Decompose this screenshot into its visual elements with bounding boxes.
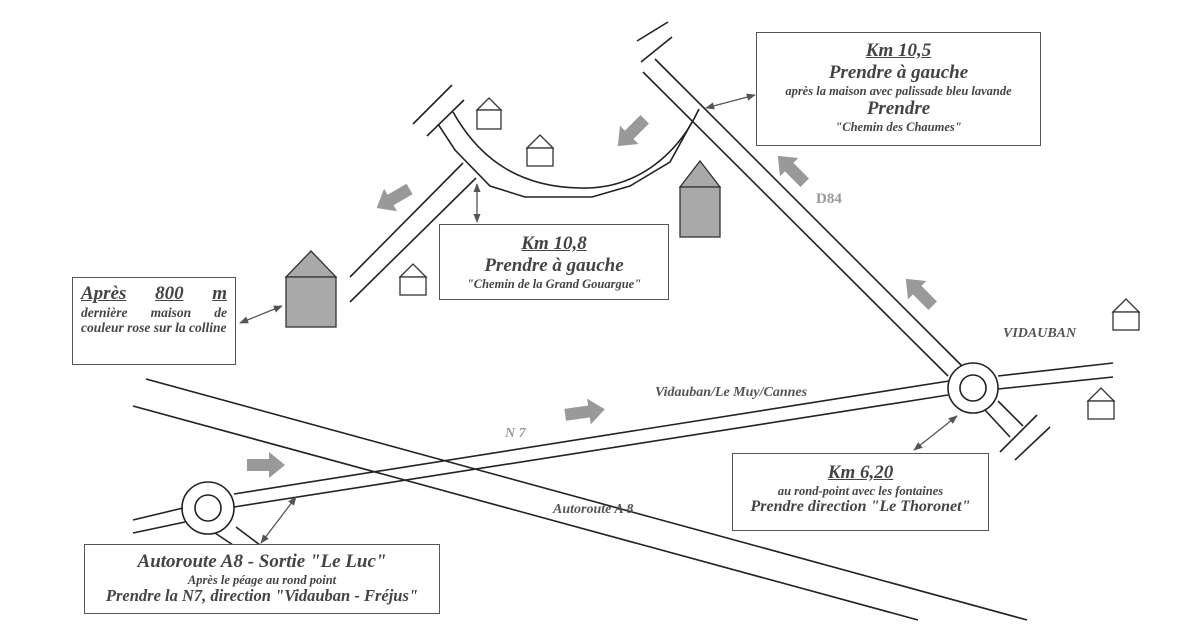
instruction-detail: Après le péage au rond point xyxy=(187,572,337,587)
km-marker: Km 10,5 xyxy=(865,40,932,61)
roundabout-le-luc-outer xyxy=(181,481,235,535)
direction-arrow-d84-north xyxy=(777,155,809,187)
instruction-box-km-6-20: Km 6,20 au rond-point avec les fontaines… xyxy=(732,453,989,531)
chemin-des-chaumes-inner-edge xyxy=(452,108,700,189)
road-end-cap-se-1 xyxy=(999,414,1038,453)
roundabout-le-luc-exit-1 xyxy=(214,532,234,546)
instruction-heading: Autoroute A8 - Sortie "Le Luc" xyxy=(137,551,387,572)
label-n7: N 7 xyxy=(505,426,526,441)
km-marker: Km 6,20 xyxy=(827,462,894,483)
n7-road-edge-top-east xyxy=(997,362,1114,377)
distance-heading: Après 800 m xyxy=(81,283,227,305)
direction-arrow-gouargue xyxy=(376,183,413,212)
label-vidauban-le-muy-cannes: Vidauban/Le Muy/Cannes xyxy=(655,385,808,400)
instruction-box-km-10-8: Km 10,8 Prendre à gauche "Chemin de la G… xyxy=(439,224,669,300)
instruction-heading: Prendre à gauche xyxy=(828,61,969,83)
leader-km-10-5 xyxy=(705,93,756,110)
direction-arrow-n7-west xyxy=(247,452,285,478)
road-end-cap-n-1 xyxy=(636,21,669,42)
instruction-box-autoroute-exit: Autoroute A8 - Sortie "Le Luc" Après le … xyxy=(84,544,440,614)
house-icon xyxy=(398,263,428,296)
leader-apres-800 xyxy=(239,305,283,324)
d84-road-edge-west xyxy=(642,71,949,377)
roundabout-le-luc-exit-2 xyxy=(235,526,261,546)
grand-gouargue-edge-south xyxy=(349,177,477,303)
n7-road-edge-top xyxy=(233,380,950,495)
heading-word: Après xyxy=(81,283,127,304)
road-end-cap-nw-2 xyxy=(426,99,465,137)
house-icon xyxy=(475,97,503,130)
roundabout-vidauban-exit-a xyxy=(997,400,1024,427)
instruction-heading: Prendre xyxy=(866,98,931,120)
instruction-heading: Prendre la N7, direction "Vidauban - Fré… xyxy=(105,586,419,606)
n7-road-edge-bottom-west xyxy=(132,521,186,534)
direction-arrow-chaumes xyxy=(617,115,649,147)
instruction-box-apres-800m: Après 800 m dernière maison de couleur r… xyxy=(72,277,236,365)
instruction-box-km-10-5: Km 10,5 Prendre à gauche après la maison… xyxy=(756,32,1041,146)
grand-gouargue-edge-north xyxy=(349,162,464,278)
instruction-street-name: "Chemin de la Grand Gouargue" xyxy=(466,276,642,291)
instruction-heading: Prendre à gauche xyxy=(484,254,624,276)
roundabout-vidauban-outer xyxy=(947,362,999,414)
house-icon-filled xyxy=(678,159,722,238)
label-autoroute-a8: Autoroute A 8 xyxy=(553,502,634,517)
road-end-cap-n-2 xyxy=(640,36,673,63)
n7-road-edge-top-west xyxy=(132,507,184,521)
label-vidauban: VIDAUBAN xyxy=(1003,326,1077,341)
roundabout-le-luc-inner xyxy=(194,494,222,522)
instruction-detail: dernière maison de couleur rose sur la c… xyxy=(81,304,227,336)
roundabout-vidauban-exit-b xyxy=(984,409,1011,438)
n7-road-edge-bottom-east xyxy=(997,376,1114,390)
label-d84: D84 xyxy=(816,191,842,207)
km-marker: Km 10,8 xyxy=(521,233,587,254)
house-icon-filled-rose xyxy=(284,250,338,328)
a8-road-edge-bottom xyxy=(132,405,919,621)
instruction-detail: après la maison avec palissade bleu lava… xyxy=(785,83,1012,98)
d84-road-edge-east xyxy=(654,58,963,367)
roundabout-vidauban-inner xyxy=(959,374,987,402)
leader-km-6-20 xyxy=(913,415,958,451)
instruction-detail: au rond-point avec les fontaines xyxy=(777,483,944,498)
instruction-street-name: "Chemin des Chaumes" xyxy=(835,119,962,134)
leader-autoroute-exit xyxy=(260,496,297,544)
heading-word: 800 xyxy=(155,283,184,304)
a8-road-edge-top xyxy=(145,378,1028,621)
road-end-cap-se-2 xyxy=(1014,426,1051,461)
house-icon xyxy=(1111,298,1141,331)
heading-word: m xyxy=(212,283,227,304)
direction-arrow-n7-east xyxy=(564,398,605,425)
house-icon xyxy=(525,134,555,167)
road-end-cap-nw-1 xyxy=(412,84,453,125)
n7-road-edge-bottom xyxy=(233,394,949,508)
instruction-heading: Prendre direction "Le Thoronet" xyxy=(750,498,971,516)
house-icon xyxy=(1086,387,1116,420)
chemin-des-chaumes-outer-edge xyxy=(437,121,693,198)
direction-arrow-d84-south xyxy=(905,278,937,310)
